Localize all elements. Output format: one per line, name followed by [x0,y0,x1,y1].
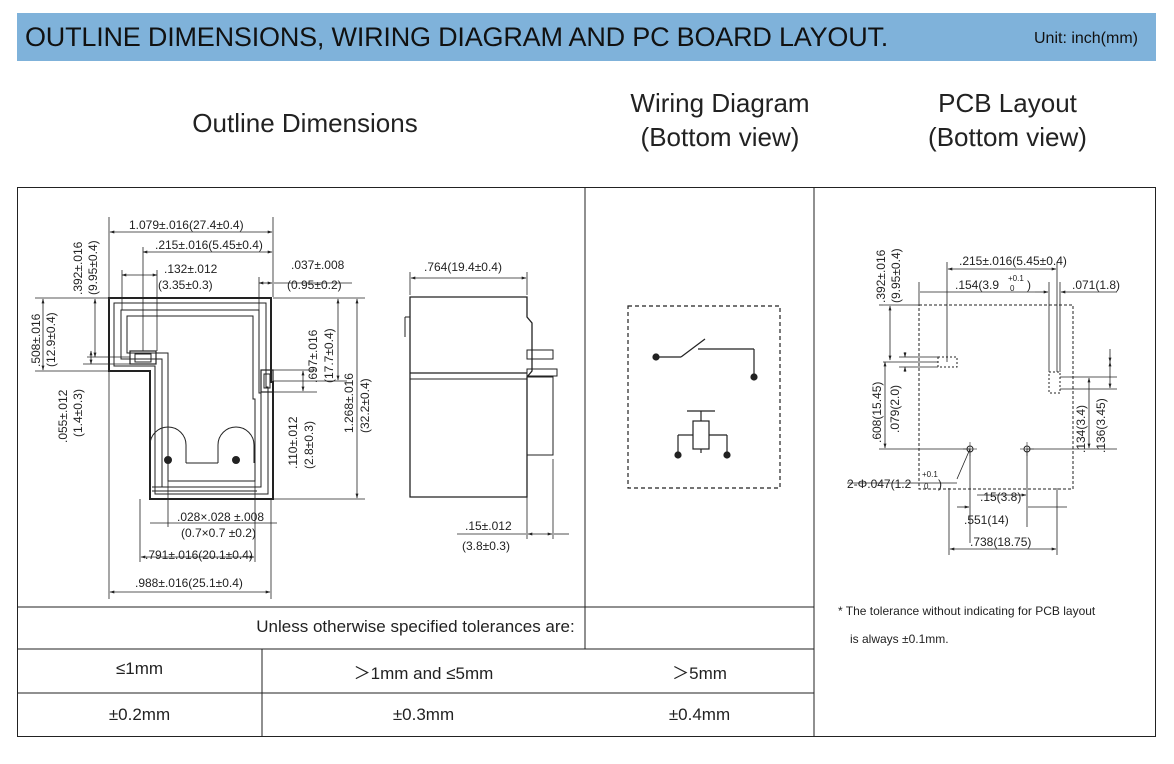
dim-392-mm: (9.95±0.4) [86,240,100,295]
pcb-dim-392: .392±.016 [874,249,888,303]
pcb-dim-071: .071(1.8) [1072,278,1120,292]
pcb-dim-154-end: ) [1027,278,1031,292]
outline-dimension-lines [35,217,569,599]
pcb-dimension-lines [847,262,1117,555]
dim-392: .392±.016 [71,241,85,295]
pcb-hole-spec: 2-Φ.047(1.2 [847,477,912,491]
tolerance-value-3: ±0.4mm [668,705,731,724]
drawing-frame: 1.079±.016(27.4±0.4) .215±.016(5.45±0.4)… [17,187,1156,737]
unit-label: Unit: inch(mm) [1033,30,1138,47]
pcb-heading-line2: (Bottom view) [928,122,1087,152]
tolerance-value-1: ±0.2mm [108,705,171,724]
dim-037-mm: (0.95±0.2) [287,278,342,292]
dim-055-mm: (1.4±0.3) [71,389,85,437]
banner-title: OUTLINE DIMENSIONS, WIRING DIAGRAM AND P… [25,22,889,52]
dim-215: .215±.016(5.45±0.4) [155,238,263,252]
wiring-heading-line1: Wiring Diagram [630,88,810,118]
dim-15: .15±.012 [465,519,512,533]
dim-132: .132±.012 [164,262,218,276]
dim-1268-mm: (32.2±0.4) [358,378,372,433]
frame-grid [17,187,1156,737]
tolerance-value-2: ±0.3mm [392,705,455,724]
dim-988: .988±.016(25.1±0.4) [135,576,243,590]
pcb-heading-line1: PCB Layout [938,88,1077,118]
wiring-heading-line2: (Bottom view) [640,122,800,152]
dim-110: .110±.012 [286,416,300,469]
pcb-layout [918,304,1074,490]
dim-697-mm: (17.7±0.4) [322,328,336,383]
pcb-dim-392-mm: (9.95±0.4) [889,248,903,303]
tolerance-caption: Unless otherwise specified tolerances ar… [256,617,575,636]
dim-132-mm: (3.35±0.3) [158,278,213,292]
relay-front-view [108,297,274,500]
pcb-tolerance-note-line1: * The tolerance without indicating for P… [838,604,1096,618]
dim-508: .508±.016 [29,313,43,367]
tolerance-range-1: ≤1mm [115,659,164,678]
pcb-dim-551: .551(14) [964,513,1009,527]
dim-697: .697±.016 [306,329,320,383]
pcb-hole-sup: +0.1 [922,470,938,479]
pcb-dim-134: .134(3.4) [1074,405,1088,453]
pcb-dim-15: .15(3.8) [980,490,1021,504]
outline-dimension-texts: 1.079±.016(27.4±0.4) .215±.016(5.45±0.4)… [29,218,512,590]
pcb-dim-215: .215±.016(5.45±0.4) [959,254,1067,268]
relay-side-view [404,296,558,498]
dim-791: .791±.016(20.1±0.4) [145,548,253,562]
wiring-diagram-heading: Wiring Diagram (Bottom view) [600,86,840,154]
tolerance-range-2: ＞1mm and ≤5mm [353,664,494,683]
pcb-dim-136: .136(3.45) [1094,398,1108,453]
pcb-dim-738: .738(18.75) [970,535,1031,549]
pcb-layout-heading: PCB Layout (Bottom view) [900,86,1115,154]
pcb-dim-154-sub: 0 [1010,284,1015,293]
dim-110-mm: (2.8±0.3) [302,421,316,469]
dim-1079: 1.079±.016(27.4±0.4) [129,218,244,232]
dim-508-mm: (12.9±0.4) [44,312,58,367]
pcb-dim-154-sup: +0.1 [1008,274,1024,283]
wiring-diagram [627,305,781,489]
drawing-canvas: 1.079±.016(27.4±0.4) .215±.016(5.45±0.4)… [17,187,1156,737]
dim-028-mm: (0.7×0.7 ±0.2) [181,526,256,540]
pcb-dim-079: .079(2.0) [888,385,902,433]
pcb-hole-end: ) [938,477,942,491]
pcb-tolerance-note-line2: is always ±0.1mm. [850,632,949,646]
dim-055: .055±.012 [56,389,70,443]
tolerance-range-3: ＞5mm [672,664,727,683]
dim-764: .764(19.4±0.4) [424,260,502,274]
dim-028: .028×.028 ±.008 [177,510,264,524]
pcb-dim-608: .608(15.45) [870,382,884,443]
pcb-hole-sub: 0 [924,482,929,491]
dim-1268: 1.268±.016 [342,373,356,433]
pcb-dimension-texts: .392±.016 (9.95±0.4) .215±.016(5.45±0.4)… [847,248,1120,549]
pcb-dim-154: .154(3.9 [955,278,999,292]
outline-dimensions-heading: Outline Dimensions [192,108,418,138]
dim-037: .037±.008 [291,258,345,272]
dim-15-mm: (3.8±0.3) [462,539,510,553]
title-banner: OUTLINE DIMENSIONS, WIRING DIAGRAM AND P… [17,13,1156,61]
